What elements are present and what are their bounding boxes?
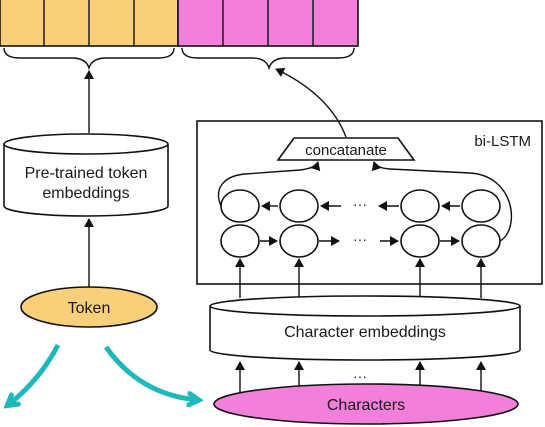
ellipsis-backward: ··· (353, 196, 367, 212)
arrows-embeddings-to-lstm (235, 258, 486, 298)
arrow-backward-first-to-concat (217, 161, 321, 207)
ellipsis-characters: ··· (353, 368, 367, 384)
lstm-cell-forward-3 (400, 224, 440, 258)
lstm-cell-forward-4 (461, 224, 501, 258)
arrow-forward-last-to-concat (371, 161, 513, 242)
lstm-cell-forward-2 (279, 224, 319, 258)
ellipsis-forward: ··· (353, 231, 367, 247)
lstm-cell-forward-1 (220, 224, 260, 258)
lstm-cell-backward-3 (400, 189, 440, 223)
token-embeddings-label-1: Pre-trained token (25, 165, 148, 182)
lstm-cells (220, 189, 501, 258)
char-embeddings-label: Character embeddings (284, 324, 446, 341)
char-vector (177, 0, 359, 47)
lstm-cell-backward-1 (220, 189, 260, 223)
token-label: Token (68, 300, 111, 317)
teal-arrow-left (8, 343, 61, 405)
token-vector (0, 0, 179, 47)
concatenate-node: concatanate (276, 137, 416, 161)
bilstm-label: bi-LSTM (474, 133, 531, 150)
teal-arrow-right (103, 345, 198, 400)
token-brace (3, 47, 175, 71)
token-embeddings-label-2: embeddings (42, 185, 129, 202)
lstm-cell-backward-2 (279, 189, 319, 223)
lstm-cell-backward-4 (461, 189, 501, 223)
arrow-concat-to-vector (275, 67, 347, 138)
output-vector (0, 0, 359, 71)
characters-node: Characters (213, 383, 519, 425)
char-embeddings-db: Character embeddings (209, 295, 521, 361)
char-brace (181, 47, 355, 71)
token-embeddings-db: Pre-trained token embeddings (3, 133, 169, 217)
characters-label: Characters (327, 397, 405, 414)
concatenate-label: concatanate (305, 142, 387, 159)
token-node: Token (20, 286, 158, 328)
